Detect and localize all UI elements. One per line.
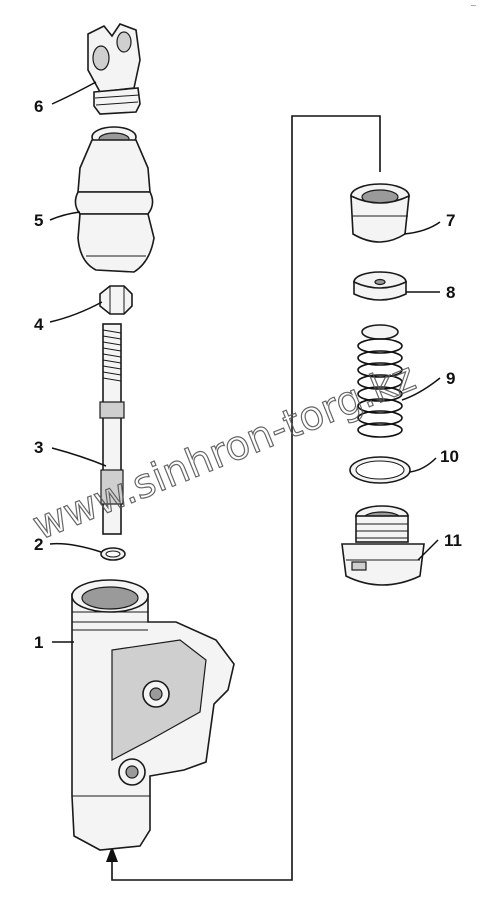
part-3-rod bbox=[99, 323, 125, 535]
assembly-flow-line bbox=[106, 115, 381, 881]
callout-4: 4 bbox=[34, 315, 44, 334]
corner-mark: ~ bbox=[470, 1, 477, 10]
callout-2: 2 bbox=[34, 535, 43, 554]
part-2-o-ring bbox=[100, 547, 126, 561]
part-8-washer bbox=[353, 271, 407, 301]
part-5-boot bbox=[74, 126, 155, 273]
callout-3: 3 bbox=[34, 438, 43, 457]
part-7-cap bbox=[350, 183, 410, 243]
part-1-housing bbox=[71, 579, 235, 851]
callout-8: 8 bbox=[446, 283, 455, 302]
callout-10: 10 bbox=[440, 447, 459, 466]
callout-5: 5 bbox=[34, 211, 43, 230]
callout-1: 1 bbox=[34, 633, 43, 652]
part-10-gasket bbox=[349, 456, 411, 484]
leader-lines bbox=[49, 81, 441, 643]
part-9-spring bbox=[357, 324, 403, 438]
arrow-head-icon bbox=[106, 846, 118, 862]
part-11-plug bbox=[341, 505, 425, 586]
callout-6: 6 bbox=[34, 97, 43, 116]
part-4-nut bbox=[99, 285, 133, 315]
part-6-clevis bbox=[87, 23, 141, 115]
callout-11: 11 bbox=[444, 531, 462, 550]
callout-9: 9 bbox=[446, 369, 455, 388]
callout-7: 7 bbox=[446, 211, 455, 230]
